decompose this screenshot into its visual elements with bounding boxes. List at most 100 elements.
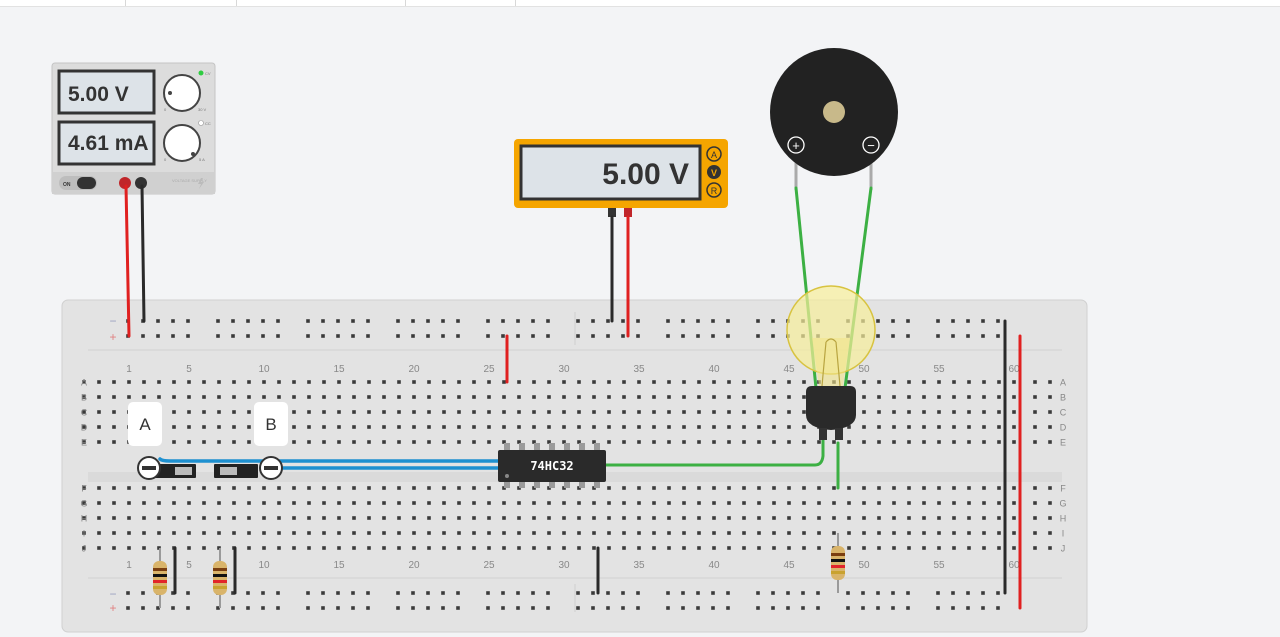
breadboard-hole[interactable] — [427, 546, 431, 550]
breadboard-hole[interactable] — [982, 410, 986, 414]
breadboard-hole[interactable] — [636, 334, 640, 338]
breadboard-hole[interactable] — [876, 606, 880, 610]
breadboard-hole[interactable] — [97, 486, 101, 490]
breadboard-hole[interactable] — [862, 380, 866, 384]
breadboard-hole[interactable] — [681, 591, 685, 595]
breadboard-hole[interactable] — [337, 516, 341, 520]
breadboard-hole[interactable] — [112, 440, 116, 444]
piezo-buzzer[interactable]: + − — [770, 48, 898, 190]
breadboard-hole[interactable] — [756, 591, 760, 595]
breadboard-hole[interactable] — [1012, 410, 1016, 414]
breadboard-hole[interactable] — [336, 334, 340, 338]
breadboard-hole[interactable] — [996, 591, 1000, 595]
breadboard-hole[interactable] — [802, 425, 806, 429]
breadboard-hole[interactable] — [307, 531, 311, 535]
breadboard-hole[interactable] — [442, 425, 446, 429]
breadboard-hole[interactable] — [862, 410, 866, 414]
breadboard-hole[interactable] — [127, 516, 131, 520]
breadboard-hole[interactable] — [172, 425, 176, 429]
breadboard-hole[interactable] — [457, 440, 461, 444]
breadboard-hole[interactable] — [112, 546, 116, 550]
breadboard-hole[interactable] — [352, 531, 356, 535]
breadboard-hole[interactable] — [606, 606, 610, 610]
breadboard-hole[interactable] — [742, 395, 746, 399]
breadboard-hole[interactable] — [1012, 501, 1016, 505]
breadboard-hole[interactable] — [412, 546, 416, 550]
breadboard-hole[interactable] — [532, 531, 536, 535]
breadboard-hole[interactable] — [202, 486, 206, 490]
breadboard-hole[interactable] — [127, 380, 131, 384]
breadboard-hole[interactable] — [757, 531, 761, 535]
breadboard-hole[interactable] — [712, 395, 716, 399]
breadboard-hole[interactable] — [772, 410, 776, 414]
breadboard-hole[interactable] — [712, 440, 716, 444]
mode-volt-button[interactable] — [707, 165, 721, 179]
breadboard-hole[interactable] — [532, 516, 536, 520]
breadboard-hole[interactable] — [576, 606, 580, 610]
breadboard-hole[interactable] — [547, 546, 551, 550]
breadboard-hole[interactable] — [772, 425, 776, 429]
breadboard-hole[interactable] — [562, 501, 566, 505]
breadboard-hole[interactable] — [456, 606, 460, 610]
multimeter[interactable]: 5.00 V A V R — [514, 139, 728, 217]
breadboard-hole[interactable] — [1048, 380, 1052, 384]
breadboard-hole[interactable] — [592, 380, 596, 384]
breadboard-hole[interactable] — [292, 440, 296, 444]
breadboard-hole[interactable] — [696, 319, 700, 323]
breadboard-hole[interactable] — [172, 516, 176, 520]
breadboard-hole[interactable] — [516, 606, 520, 610]
breadboard-hole[interactable] — [621, 591, 625, 595]
breadboard-hole[interactable] — [217, 516, 221, 520]
breadboard-hole[interactable] — [307, 440, 311, 444]
breadboard-hole[interactable] — [352, 395, 356, 399]
breadboard-hole[interactable] — [397, 425, 401, 429]
resistor[interactable] — [153, 548, 167, 608]
voltage-knob[interactable] — [163, 74, 201, 112]
breadboard-hole[interactable] — [712, 531, 716, 535]
breadboard-hole[interactable] — [126, 591, 130, 595]
breadboard-hole[interactable] — [231, 591, 235, 595]
breadboard-hole[interactable] — [292, 425, 296, 429]
breadboard-hole[interactable] — [697, 516, 701, 520]
breadboard-hole[interactable] — [637, 501, 641, 505]
breadboard-hole[interactable] — [696, 591, 700, 595]
breadboard-hole[interactable] — [1033, 516, 1037, 520]
breadboard-hole[interactable] — [892, 531, 896, 535]
breadboard-hole[interactable] — [982, 546, 986, 550]
breadboard-hole[interactable] — [652, 440, 656, 444]
breadboard-hole[interactable] — [907, 395, 911, 399]
breadboard-hole[interactable] — [1048, 410, 1052, 414]
breadboard-hole[interactable] — [82, 380, 86, 384]
breadboard-hole[interactable] — [457, 486, 461, 490]
breadboard-hole[interactable] — [112, 516, 116, 520]
breadboard-hole[interactable] — [397, 440, 401, 444]
breadboard-hole[interactable] — [97, 395, 101, 399]
breadboard-hole[interactable] — [426, 591, 430, 595]
breadboard-hole[interactable] — [426, 319, 430, 323]
breadboard-hole[interactable] — [952, 546, 956, 550]
breadboard-hole[interactable] — [187, 546, 191, 550]
breadboard-hole[interactable] — [787, 516, 791, 520]
breadboard-hole[interactable] — [457, 546, 461, 550]
breadboard-hole[interactable] — [802, 486, 806, 490]
breadboard-hole[interactable] — [937, 395, 941, 399]
breadboard-hole[interactable] — [292, 516, 296, 520]
breadboard-hole[interactable] — [231, 606, 235, 610]
breadboard-hole[interactable] — [202, 410, 206, 414]
breadboard-hole[interactable] — [367, 516, 371, 520]
breadboard-hole[interactable] — [156, 334, 160, 338]
breadboard-hole[interactable] — [336, 606, 340, 610]
breadboard-hole[interactable] — [472, 410, 476, 414]
breadboard-hole[interactable] — [246, 606, 250, 610]
breadboard-hole[interactable] — [1012, 395, 1016, 399]
breadboard-hole[interactable] — [307, 380, 311, 384]
breadboard-hole[interactable] — [636, 319, 640, 323]
breadboard-hole[interactable] — [757, 501, 761, 505]
breadboard-hole[interactable] — [772, 501, 776, 505]
breadboard-hole[interactable] — [172, 440, 176, 444]
breadboard-hole[interactable] — [637, 486, 641, 490]
breadboard-hole[interactable] — [637, 440, 641, 444]
breadboard-hole[interactable] — [1048, 425, 1052, 429]
breadboard-hole[interactable] — [607, 531, 611, 535]
